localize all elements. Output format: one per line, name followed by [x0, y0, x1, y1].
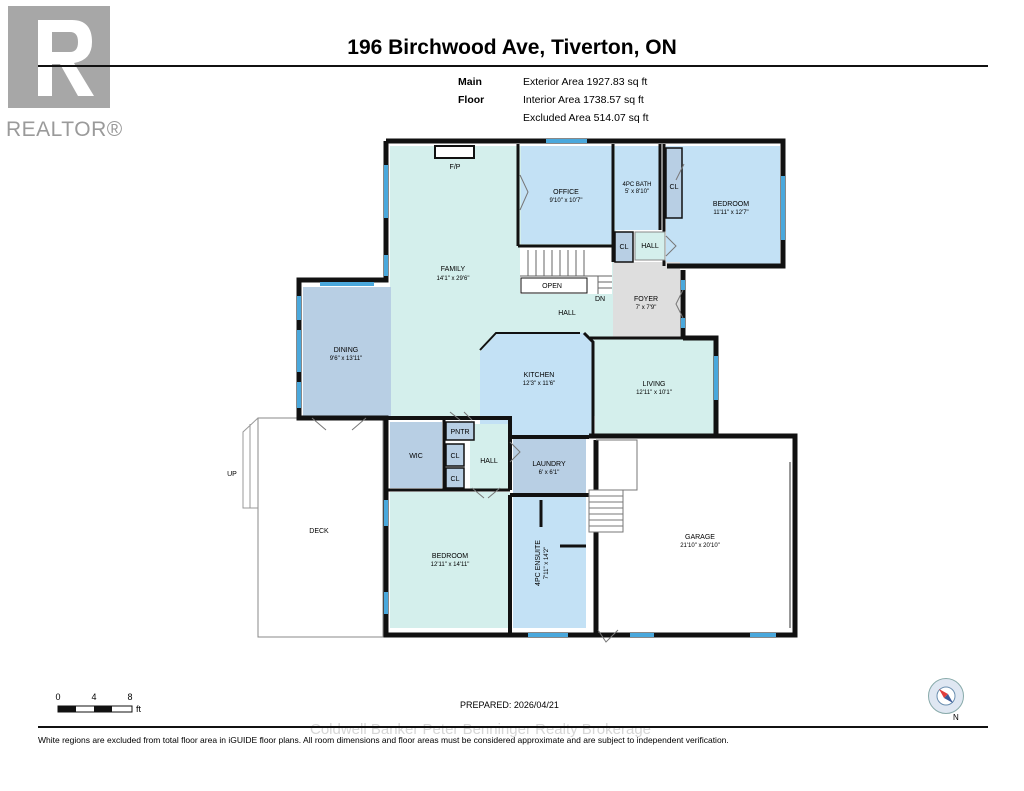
scale-four: 4 [91, 692, 96, 702]
wic-label: WIC [409, 453, 423, 460]
top-divider [38, 65, 988, 67]
bedroom1-fill [666, 146, 780, 264]
ensuite-label: 4PC ENSUITE [535, 540, 542, 586]
office-label: OFFICE [553, 189, 579, 196]
kitchen-dim: 12'3" x 11'6" [523, 381, 555, 387]
scale-eight: 8 [127, 692, 132, 702]
page-title: 196 Birchwood Ave, Tiverton, ON [347, 36, 677, 59]
family-dim: 14'1" x 29'6" [437, 276, 470, 282]
realtor-logo-mark [8, 6, 110, 108]
pntr-box [445, 421, 475, 441]
bedroom1-dim: 11'11" x 12'7" [713, 210, 748, 216]
floor-label: Main Floor [458, 76, 485, 106]
cl4-label: CL [451, 476, 460, 483]
exterior-area: Exterior Area 1927.83 sq ft [523, 76, 648, 88]
deck-label: DECK [309, 528, 329, 535]
family-label: FAMILY [441, 266, 466, 273]
cl-bedroom-box [665, 147, 683, 219]
hall1-box [634, 231, 666, 261]
cl4-box [445, 467, 465, 489]
deck-stairs [242, 417, 259, 509]
excluded-area: Excluded Area 514.07 sq ft [523, 112, 649, 124]
realtor-logo-text: REALTOR® [6, 118, 123, 141]
cl-hall-label: CL [620, 244, 629, 251]
laundry-dim: 6' x 6'1" [539, 470, 560, 476]
foyer-fill [613, 262, 680, 338]
hall1-label: HALL [641, 243, 659, 250]
prepared-date: PREPARED: 2026/04/21 [460, 700, 559, 710]
windows [297, 139, 785, 637]
wic-fill [390, 422, 442, 488]
doors [311, 163, 685, 643]
laundry-label: LAUNDRY [532, 461, 566, 468]
dining-room-fill [303, 287, 391, 417]
kitchen-fill [480, 333, 593, 436]
ensuite-dim: 7'11" x 14'2" [544, 547, 550, 579]
bedroom2-fill [390, 492, 510, 628]
stairs [520, 250, 612, 294]
office-dim: 9'10" x 10'7" [550, 198, 583, 204]
foyer-label: FOYER [634, 296, 658, 303]
office-fill [521, 146, 613, 244]
bedroom2-label: BEDROOM [432, 553, 468, 560]
cl-bedroom-label: CL [670, 184, 679, 191]
garage-dim: 21'10" x 20'10" [680, 543, 720, 549]
dining-label: DINING [334, 347, 359, 354]
kitchen-label: KITCHEN [524, 372, 555, 379]
foyer-dim: 7' x 7'9" [636, 305, 657, 311]
living-fill [595, 339, 714, 435]
hall3-fill [470, 424, 510, 490]
garage-steps [588, 439, 638, 533]
fireplace [434, 145, 475, 159]
bath-dim: 5' x 8'10" [625, 189, 649, 195]
bedroom1-label: BEDROOM [713, 201, 749, 208]
pntr-label: PNTR [450, 429, 469, 436]
bath-fill [615, 146, 660, 230]
living-label: LIVING [643, 381, 666, 388]
realtor-logo: REALTOR® [6, 6, 122, 141]
north-label: N [953, 713, 959, 722]
bottom-divider [38, 726, 988, 728]
laundry-fill [513, 439, 586, 493]
open-box [520, 277, 588, 294]
living-dim: 12'11" x 10'1" [636, 390, 672, 396]
hall3-label: HALL [480, 458, 498, 465]
fireplace-label: F/P [450, 164, 461, 171]
bedroom2-dim: 12'11" x 14'11" [431, 562, 470, 568]
dn-label: DN [595, 296, 605, 303]
hall2-label: HALL [558, 310, 576, 317]
compass-icon [928, 678, 964, 714]
garage-label: GARAGE [685, 534, 715, 541]
scale-unit: ft [136, 704, 142, 714]
footer-disclaimer: White regions are excluded from total fl… [38, 735, 729, 745]
up-label: UP [227, 471, 237, 478]
ensuite-fill [513, 497, 586, 628]
cl-hall-box [614, 231, 634, 263]
interior-area: Interior Area 1738.57 sq ft [523, 94, 644, 106]
brokerage-watermark: Coldwell Banker Peter Benninger Realty B… [310, 721, 652, 738]
open-label: OPEN [542, 283, 562, 290]
bath-label: 4PC BATH [623, 182, 652, 188]
dining-dim: 9'6" x 13'11" [330, 356, 362, 362]
cl3-label: CL [451, 453, 460, 460]
cl3-box [445, 443, 465, 467]
scale-bar [57, 705, 133, 713]
scale-zero: 0 [55, 692, 60, 702]
